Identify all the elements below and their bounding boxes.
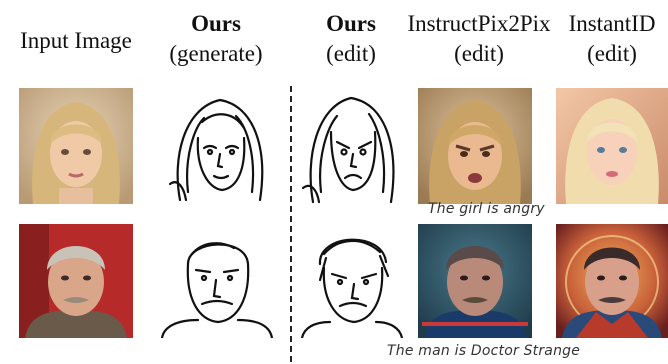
header-instructpix2pix: InstructPix2Pix (edit) bbox=[394, 9, 564, 69]
header-ours-edit-title: Ours bbox=[326, 11, 376, 36]
instructpix2pix-girl bbox=[418, 88, 532, 204]
header-ours-generate-title: Ours bbox=[191, 11, 241, 36]
header-instantid-sub: (edit) bbox=[587, 41, 637, 66]
header-ours-generate-sub: (generate) bbox=[169, 41, 263, 66]
header-input-image: Input Image bbox=[0, 26, 152, 56]
header-instantid: InstantID (edit) bbox=[556, 9, 668, 69]
header-ours-generate: Ours (generate) bbox=[152, 9, 280, 69]
input-image-girl bbox=[19, 88, 133, 204]
header-instructpix2pix-title: InstructPix2Pix bbox=[407, 11, 551, 36]
header-instructpix2pix-sub: (edit) bbox=[454, 41, 504, 66]
caption-row2: The man is Doctor Strange bbox=[387, 343, 581, 359]
instructpix2pix-man bbox=[418, 224, 532, 338]
header-ours-edit: Ours (edit) bbox=[296, 9, 406, 69]
sketch-generate-man bbox=[158, 224, 276, 338]
caption-row1: The girl is angry bbox=[428, 201, 545, 217]
dashed-divider bbox=[290, 86, 292, 362]
header-ours-edit-sub: (edit) bbox=[326, 41, 376, 66]
instantid-girl bbox=[556, 88, 668, 204]
sketch-edit-man bbox=[300, 224, 404, 338]
header-input-label: Input Image bbox=[20, 28, 132, 53]
sketch-edit-girl bbox=[301, 88, 401, 206]
sketch-generate-girl bbox=[164, 88, 274, 206]
input-image-man bbox=[19, 224, 133, 338]
header-instantid-title: InstantID bbox=[568, 11, 656, 36]
instantid-man bbox=[556, 224, 668, 338]
